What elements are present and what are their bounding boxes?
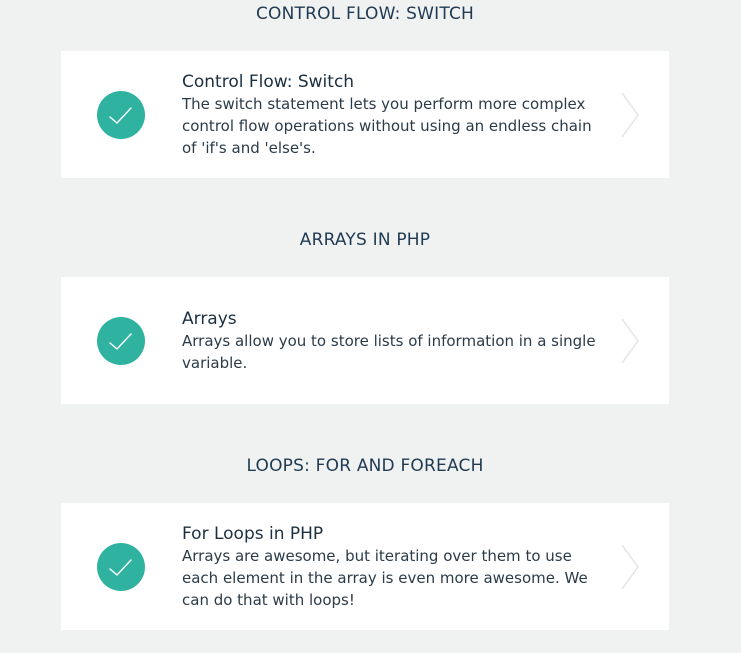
lesson-title: For Loops in PHP <box>182 524 324 544</box>
checkmark-icon <box>97 317 145 365</box>
checkmark-icon <box>97 543 145 591</box>
lesson-card-control-flow-switch[interactable]: Control Flow: Switch The switch statemen… <box>61 51 669 178</box>
lesson-description: Arrays allow you to store lists of infor… <box>182 332 596 372</box>
chevron-right-icon[interactable] <box>619 543 641 591</box>
chevron-right-icon[interactable] <box>619 91 641 139</box>
checkmark-icon <box>97 91 145 139</box>
section-heading-loops: LOOPS: FOR AND FOREACH <box>246 456 484 476</box>
lesson-title: Arrays <box>182 309 237 329</box>
lesson-card-for-loops[interactable]: For Loops in PHP Arrays are awesome, but… <box>61 503 669 630</box>
lesson-title: Control Flow: Switch <box>182 72 355 92</box>
chevron-right-icon[interactable] <box>619 317 641 365</box>
lesson-description: Arrays are awesome, but iterating over t… <box>182 547 588 609</box>
lesson-description: The switch statement lets you perform mo… <box>182 95 592 157</box>
section-heading-control-flow: CONTROL FLOW: SWITCH <box>255 4 475 24</box>
section-heading-arrays: ARRAYS IN PHP <box>299 230 431 250</box>
lesson-card-arrays[interactable]: Arrays Arrays allow you to store lists o… <box>61 277 669 404</box>
